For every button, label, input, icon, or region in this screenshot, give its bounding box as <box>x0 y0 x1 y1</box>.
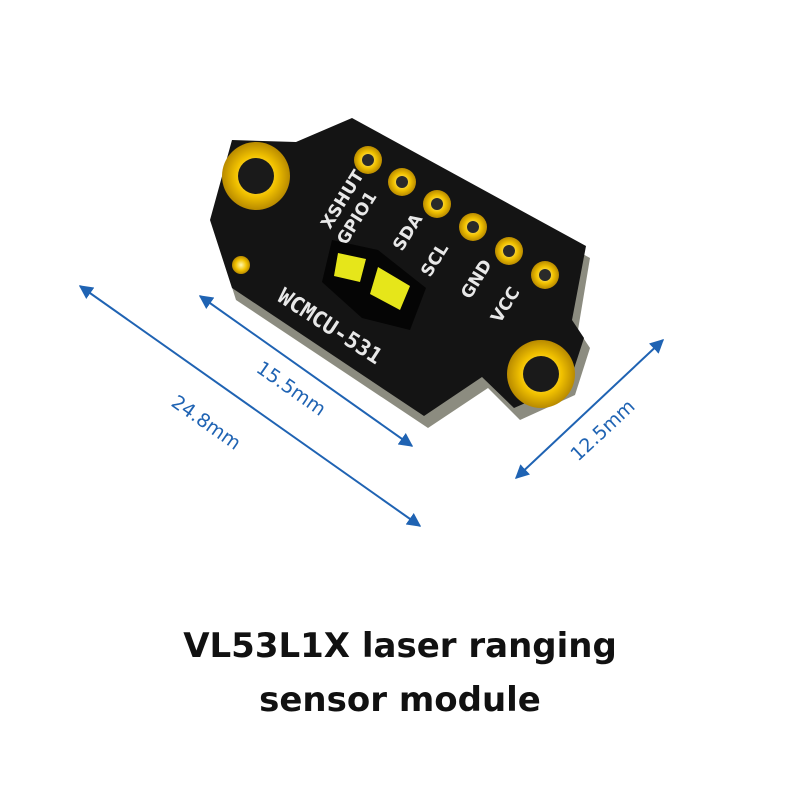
pin-pad-1 <box>354 146 382 174</box>
pin-pad-6 <box>531 261 559 289</box>
caption-line-2: sensor module <box>259 680 541 720</box>
dimension-inner-length-label: 15.5mm <box>252 357 330 421</box>
fiducial-pad <box>232 256 250 274</box>
dimension-outer-length-label: 24.8mm <box>167 391 245 455</box>
mounting-hole-left <box>222 142 290 210</box>
header-pins <box>354 146 559 289</box>
pin-pad-4 <box>459 213 487 241</box>
pin-pad-5 <box>495 237 523 265</box>
mounting-hole-right <box>507 340 575 408</box>
pin-pad-2 <box>388 168 416 196</box>
pin-pad-3 <box>423 190 451 218</box>
sensor-board: XSHUT GPIO1 SDA SCL GND VCC WCMCU-531 <box>210 118 590 428</box>
caption-line-1: VL53L1X laser ranging <box>183 626 617 666</box>
dimension-width-label: 12.5mm <box>566 395 639 465</box>
